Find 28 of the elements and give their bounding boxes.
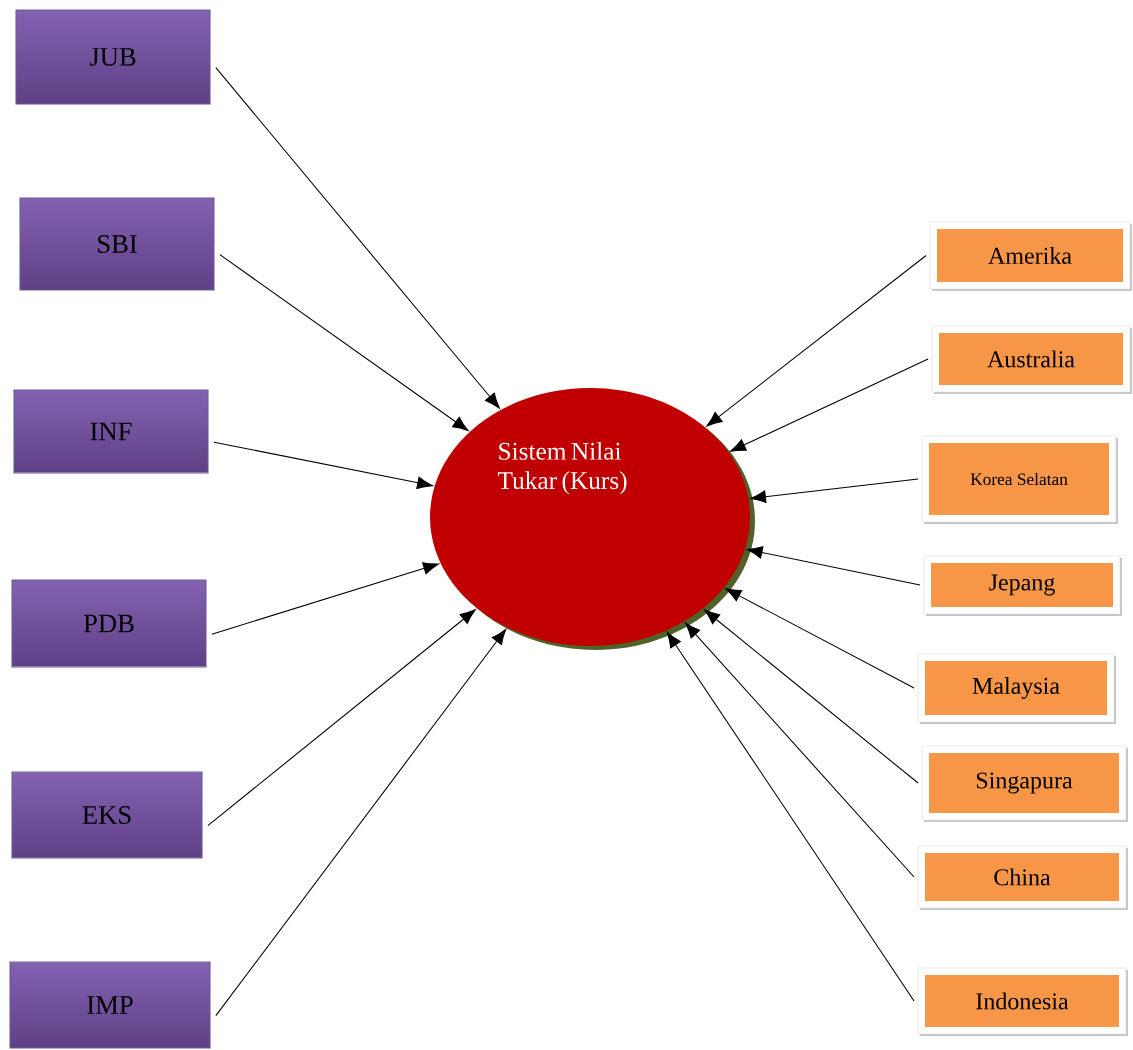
country-box: Jepang [923, 555, 1122, 616]
arrow [215, 628, 507, 1017]
arrow [666, 632, 915, 1002]
arrow [219, 254, 469, 431]
country-box: Australia [931, 325, 1132, 394]
label-box: JUB [15, 9, 211, 105]
label-box: INF [13, 389, 209, 474]
country-box: China [917, 845, 1128, 910]
arrow [750, 478, 919, 503]
label-box: PDB [11, 579, 207, 668]
label-box: IMP [9, 961, 211, 1049]
country-box: Korea Selatan [921, 435, 1118, 524]
arrow [207, 609, 476, 827]
arrow [746, 546, 921, 586]
country-box: Malaysia [917, 653, 1116, 724]
country-box: Indonesia [917, 967, 1128, 1036]
arrow [685, 622, 915, 878]
label-box: EKS [11, 771, 203, 859]
arrow [706, 254, 927, 427]
arrow [704, 609, 919, 784]
label-box: SBI [19, 197, 215, 291]
country-box: Amerika [929, 221, 1132, 291]
arrow [725, 588, 915, 689]
country-box: Singapura [921, 745, 1128, 822]
arrow [215, 67, 500, 409]
arrow [730, 358, 929, 452]
arrow [211, 562, 439, 635]
arrow [213, 441, 433, 489]
